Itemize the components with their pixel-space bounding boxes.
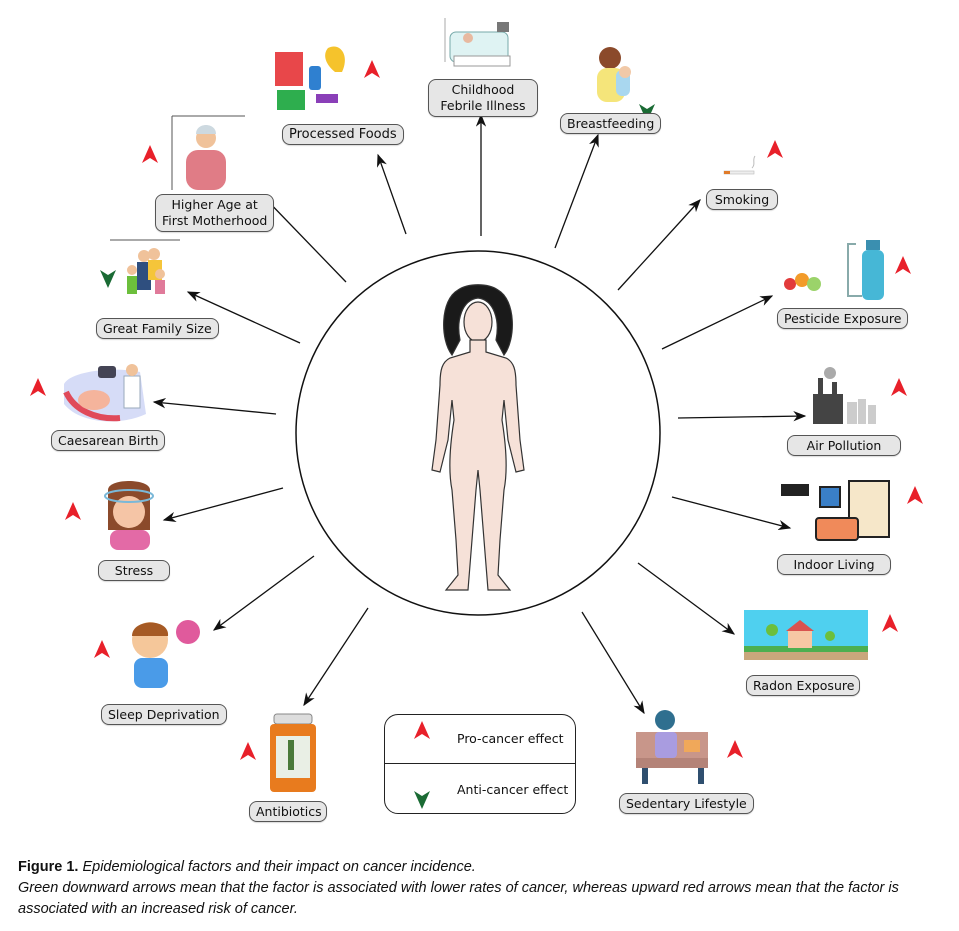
label-line-1: Higher Age at xyxy=(171,197,258,212)
older-woman-icon xyxy=(171,115,245,190)
pill-bottle-icon xyxy=(270,713,316,792)
factor-label-sedentary-lifestyle: Sedentary Lifestyle xyxy=(619,793,754,814)
mother-baby-icon xyxy=(597,47,631,102)
factor-label-smoking: Smoking xyxy=(706,189,778,210)
factor-label-air-pollution: Air Pollution xyxy=(787,435,901,456)
factor-label-sleep-deprivation: Sleep Deprivation xyxy=(101,704,227,725)
pro-cancer-arrow-icon xyxy=(891,378,907,418)
arrow-great-family-size xyxy=(186,291,301,344)
arrow-radon-exposure xyxy=(637,562,736,635)
pro-cancer-arrow-icon xyxy=(94,640,110,680)
legend-anti-label: Anti-cancer effect xyxy=(457,782,569,797)
arrow-sleep-deprivation xyxy=(212,555,315,631)
figure-description: Green downward arrows mean that the fact… xyxy=(18,880,899,917)
figure-number: Figure 1. xyxy=(18,859,79,875)
factory-icon xyxy=(813,367,876,424)
pro-cancer-arrow-icon xyxy=(30,378,46,418)
arrow-processed-foods xyxy=(377,153,407,235)
indoor-furniture-icon xyxy=(781,480,890,541)
factor-label-processed-foods: Processed Foods xyxy=(282,124,404,145)
stressed-woman-icon xyxy=(104,481,154,550)
arrow-indoor-living xyxy=(671,496,792,531)
pro-cancer-arrow-icon xyxy=(414,721,430,761)
center-circle xyxy=(295,250,661,616)
pro-cancer-arrow-icon xyxy=(65,502,81,542)
arrow-stress xyxy=(162,487,284,522)
hospital-bed-icon xyxy=(444,18,511,67)
pro-cancer-arrow-icon xyxy=(767,140,783,180)
pro-cancer-arrow-icon xyxy=(142,145,158,185)
anti-cancer-arrow-icon xyxy=(100,248,116,288)
factor-label-indoor-living: Indoor Living xyxy=(777,554,891,575)
house-landscape-icon xyxy=(744,610,868,660)
factor-label-radon-exposure: Radon Exposure xyxy=(746,675,860,696)
cigarette-icon xyxy=(723,155,756,175)
legend-divider xyxy=(385,763,575,764)
pro-cancer-arrow-icon xyxy=(907,486,923,526)
factor-label-breastfeeding: Breastfeeding xyxy=(560,113,662,134)
arrow-smoking xyxy=(617,199,701,291)
arrow-pesticide-exposure xyxy=(661,295,774,350)
factor-label-great-family-size: Great Family Size xyxy=(96,318,219,339)
woman-body-figure xyxy=(431,284,525,591)
figure-title: Epidemiological factors and their impact… xyxy=(82,859,476,875)
anti-cancer-arrow-icon xyxy=(414,769,430,809)
arrow-antibiotics xyxy=(303,607,369,707)
person-bench-icon xyxy=(636,710,708,784)
arrow-air-pollution xyxy=(677,410,807,422)
pro-cancer-arrow-icon xyxy=(895,256,911,296)
pro-cancer-arrow-icon xyxy=(240,742,256,782)
factor-label-childhood-febrile-illness: Childhood Febrile Illness xyxy=(428,79,538,117)
pro-cancer-arrow-icon xyxy=(882,614,898,654)
factor-label-higher-age-first-motherhood: Higher Age at First Motherhood xyxy=(155,194,275,232)
arrow-caesarean-birth xyxy=(152,397,277,415)
family-icon xyxy=(110,239,180,294)
legend: Pro-cancer effect Anti-cancer effect xyxy=(384,714,576,814)
pro-cancer-arrow-icon xyxy=(364,60,380,100)
pro-cancer-arrow-icon xyxy=(727,740,743,780)
factors-diagram: Processed Foods Childhood Febrile Illnes… xyxy=(30,18,923,822)
factor-label-stress: Stress xyxy=(98,560,170,581)
arrow-higher-age xyxy=(261,194,347,283)
tired-person-icon xyxy=(132,620,200,688)
legend-pro-label: Pro-cancer effect xyxy=(457,731,564,746)
ultrasound-icon xyxy=(63,364,146,422)
pesticide-sprayer-icon xyxy=(784,240,884,300)
processed-foods-icon xyxy=(275,46,345,110)
label-line-2: First Motherhood xyxy=(162,213,268,228)
connector-arrows xyxy=(152,113,807,715)
figure-caption: Figure 1. Epidemiological factors and th… xyxy=(18,857,948,920)
arrow-sedentary-lifestyle xyxy=(581,611,645,715)
factor-label-pesticide-exposure: Pesticide Exposure xyxy=(777,308,909,329)
factor-label-antibiotics: Antibiotics xyxy=(249,801,327,822)
factor-label-caesarean-birth: Caesarean Birth xyxy=(51,430,166,451)
arrow-breastfeeding xyxy=(554,133,599,249)
